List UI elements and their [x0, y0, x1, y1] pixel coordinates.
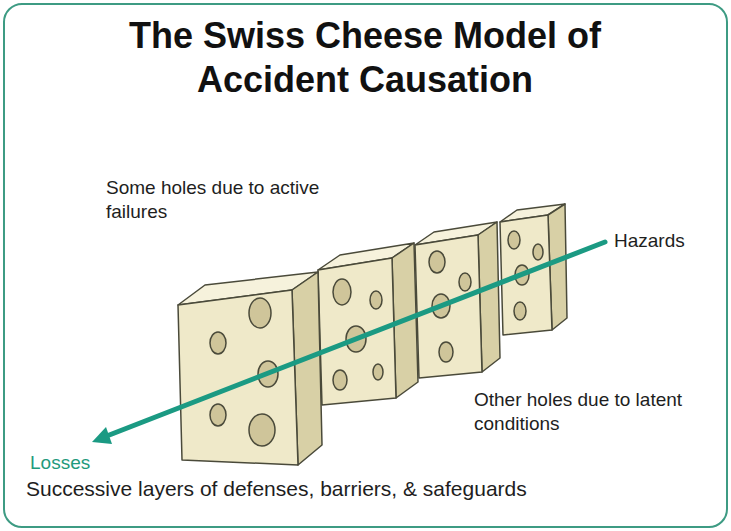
cheese-slice	[318, 243, 418, 405]
cheese-hole	[533, 244, 543, 260]
cheese-hole	[439, 342, 453, 362]
cheese-slice	[178, 272, 322, 465]
cheese-hole	[459, 273, 471, 291]
callout-label: Some holes due to active failures	[106, 176, 321, 224]
cheese-hole	[370, 291, 382, 309]
cheese-front	[318, 258, 396, 405]
callout-label: Other holes due to latent conditions	[474, 388, 714, 436]
cheese-hole	[333, 370, 347, 390]
diagram-title: The Swiss Cheese Model of Accident Causa…	[65, 14, 665, 102]
cheese-hole	[429, 251, 445, 273]
footer-caption: Successive layers of defenses, barriers,…	[26, 477, 527, 501]
cheese-hole	[210, 404, 226, 426]
frame	[4, 4, 727, 527]
cheese-front	[415, 235, 482, 378]
cheese-hole	[333, 279, 351, 305]
hazards-label: Hazards	[614, 229, 685, 253]
losses-label: Losses	[30, 451, 90, 475]
cheese-hole	[210, 332, 226, 354]
arrowhead	[92, 427, 112, 444]
cheese-hole	[514, 302, 526, 320]
cheese-front	[178, 290, 298, 465]
cheese-hole	[373, 364, 383, 380]
cheese-hole	[249, 414, 275, 446]
cheese-hole	[249, 298, 271, 328]
cheese-hole	[508, 231, 520, 249]
